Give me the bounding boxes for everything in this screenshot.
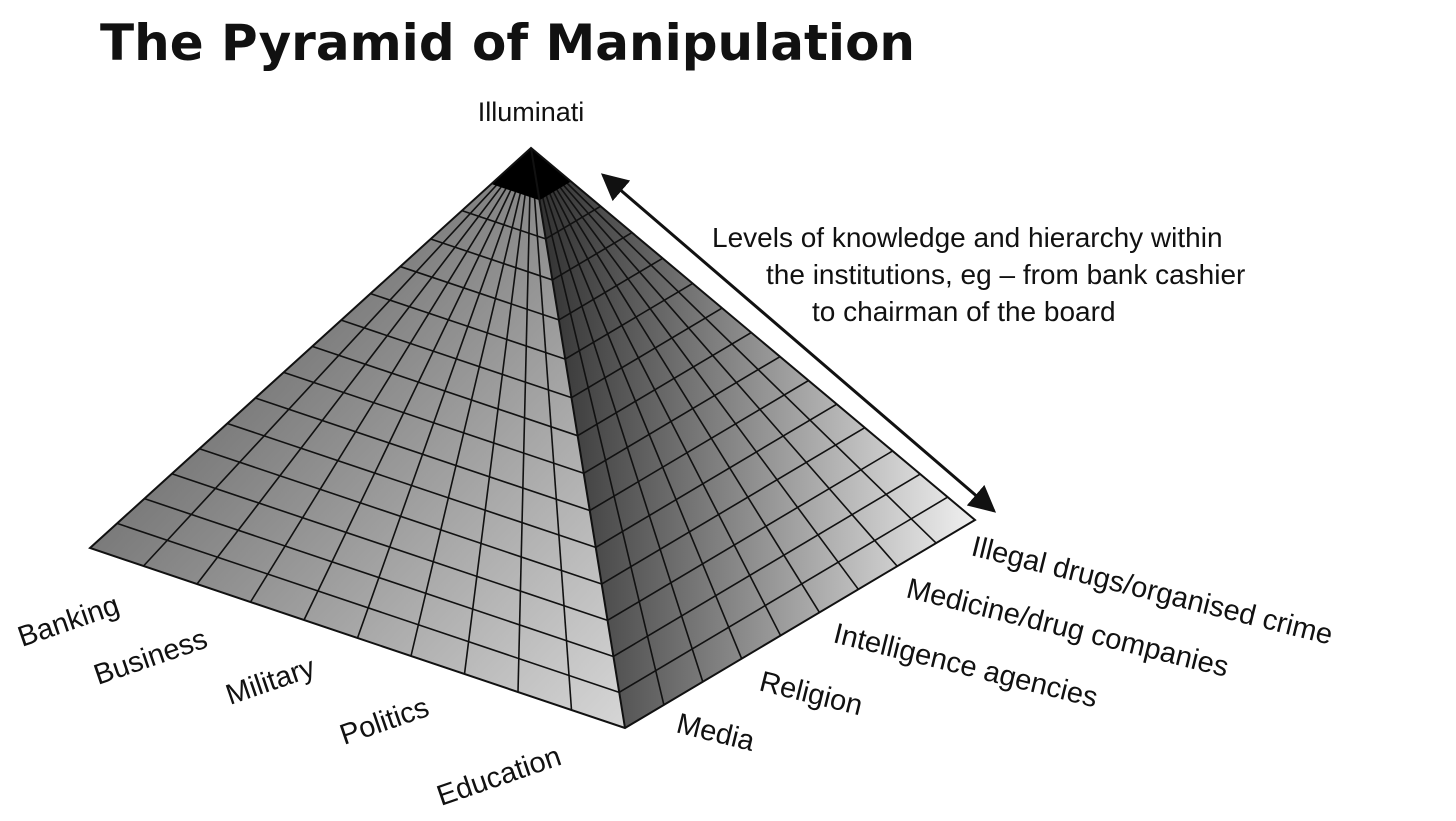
left-label-education: Education	[433, 740, 565, 812]
grid-level-line-right	[618, 496, 949, 694]
grid-level-line-right	[545, 205, 601, 240]
hierarchy-note-line-2: the institutions, eg – from bank cashier	[766, 259, 1245, 290]
grid-column-line-right	[530, 147, 665, 706]
grid-column-line-left	[249, 147, 532, 603]
grid-column-line-left	[303, 147, 532, 621]
apex-label: Illuminati	[478, 97, 585, 127]
right-label-religion: Religion	[756, 666, 865, 722]
hierarchy-arrow	[600, 173, 997, 513]
hierarchy-note-line-1: Levels of knowledge and hierarchy within	[712, 222, 1223, 253]
grid-column-line-left	[463, 147, 532, 675]
left-label-business: Business	[90, 623, 212, 692]
grid-column-line-left	[530, 147, 573, 711]
grid-column-line-left	[517, 147, 532, 693]
pyramid-left-face	[90, 148, 625, 728]
pyramid-apex-cap	[491, 148, 571, 201]
pyramid-front-edge	[530, 147, 626, 729]
hierarchy-note: Levels of knowledge and hierarchy within…	[712, 222, 1245, 327]
grid-column-line-left	[410, 147, 532, 657]
grid-column-line-left	[196, 147, 532, 585]
hierarchy-note-line-3: to chairman of the board	[812, 296, 1116, 327]
grid-column-line-left	[356, 147, 532, 639]
left-label-politics: Politics	[336, 691, 433, 751]
right-label-media: Media	[673, 708, 758, 758]
diagram-title: The Pyramid of Manipulation	[100, 14, 915, 72]
grid-column-line-left	[142, 147, 532, 567]
left-label-banking: Banking	[14, 589, 124, 653]
left-label-military: Military	[222, 651, 320, 711]
